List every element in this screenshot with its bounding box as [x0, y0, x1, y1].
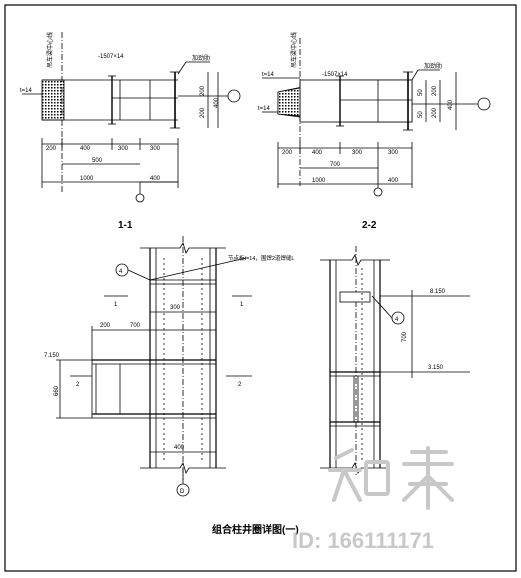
drawing-caption: 组合柱井圈详图(一) [212, 523, 299, 536]
crane-center-label: 吊车梁中心线 [290, 32, 298, 68]
cut-mark-2-left: 2 [76, 382, 80, 388]
dim-vert-label: 400 [214, 97, 220, 108]
plate-label: -1507×14 [322, 72, 348, 78]
dim-label: 400 [312, 150, 323, 156]
section-1-1 [22, 32, 241, 203]
dim-mid-label: 700 [330, 162, 341, 168]
thickness-label: t=14 [20, 88, 33, 94]
section-title-1-1: 1-1 [118, 220, 133, 231]
elevation-top-label: 8.150 [430, 289, 446, 295]
axis-label: D [180, 489, 185, 495]
stiffener-label: 加劲肋 [424, 62, 442, 70]
dim-side-label: 700 [402, 331, 408, 342]
cut-mark-1-right: 1 [240, 302, 244, 308]
dim-label: 300 [388, 150, 399, 156]
elevation-left-labels: 节点板t=14，围焊2道焊缝L 4 1 1 2 2 7.150 660 200 … [44, 254, 294, 495]
section-title-2-2: 2-2 [362, 220, 377, 231]
plate-label: -1507×14 [98, 54, 124, 60]
axis-bubble-d [477, 97, 491, 111]
section-2-2-labels: 吊车梁中心线 -1507×14 加劲肋 t=14 t=14 200 400 30… [258, 32, 454, 231]
dim-vert-label: 200 [432, 85, 438, 96]
dim-vert-label: 200 [432, 107, 438, 118]
dim-vert-label: 200 [200, 107, 206, 118]
dim-side-label: 660 [54, 385, 60, 396]
dim-total-label: 1000 [80, 176, 94, 182]
thickness-label-side: t=14 [258, 106, 271, 112]
thickness-label-top: t=14 [262, 72, 275, 78]
dim-label: 700 [130, 323, 141, 329]
elevation-right [320, 246, 470, 476]
concrete-column-section [41, 79, 65, 121]
dim-label: 400 [80, 146, 91, 152]
elevation-left [56, 236, 252, 497]
dim-label: 300 [352, 150, 363, 156]
drawing-frame [4, 4, 517, 572]
node-mark: 4 [395, 317, 399, 323]
dim-bottom-label: 400 [174, 445, 185, 451]
node-mark: 4 [119, 269, 123, 275]
section-1-1-labels: 吊车梁中心线 -1507×14 加劲肋 t=14 200 400 500 300… [20, 32, 220, 231]
dim-label: 500 [92, 158, 103, 164]
node-bubble [391, 311, 405, 325]
axis-bubble-d-bottom [373, 187, 383, 197]
dim-label: 300 [118, 146, 129, 152]
section-2-2 [262, 38, 491, 197]
crane-center-label: 吊车梁中心线 [46, 32, 54, 68]
axis-bubble-d-bottom [135, 193, 145, 203]
dim-vert-label: 50 [418, 89, 424, 96]
dim-vert-label: 200 [200, 85, 206, 96]
dim-label: 200 [46, 146, 57, 152]
node-bubble [115, 263, 129, 277]
dim-label: 300 [150, 146, 161, 152]
gusset-note: 节点板t=14，围焊2道焊缝L [228, 254, 294, 262]
dim-right-label: 400 [150, 176, 161, 182]
axis-bubble-d [176, 483, 190, 497]
dim-label: 200 [100, 323, 111, 329]
dim-label: 300 [170, 305, 181, 311]
dim-vert-label: 400 [448, 99, 454, 110]
axis-bubble-d [227, 89, 241, 103]
cut-mark-2-right: 2 [238, 382, 242, 388]
stiffener-label: 加劲肋 [192, 54, 210, 62]
elevation-bottom-label: 3.150 [428, 365, 444, 371]
elevation-right-labels: 4 8.150 3.150 700 [395, 289, 446, 371]
dim-right-label: 400 [388, 178, 399, 184]
watermark-logo [328, 446, 454, 510]
dim-vert-label: 50 [418, 111, 424, 118]
dim-label: 200 [282, 150, 293, 156]
cut-mark-1-left: 1 [114, 302, 118, 308]
dim-total-label: 1000 [312, 178, 326, 184]
watermark-id: ID: 166111171 [292, 528, 434, 553]
elevation-label: 7.150 [44, 353, 60, 359]
